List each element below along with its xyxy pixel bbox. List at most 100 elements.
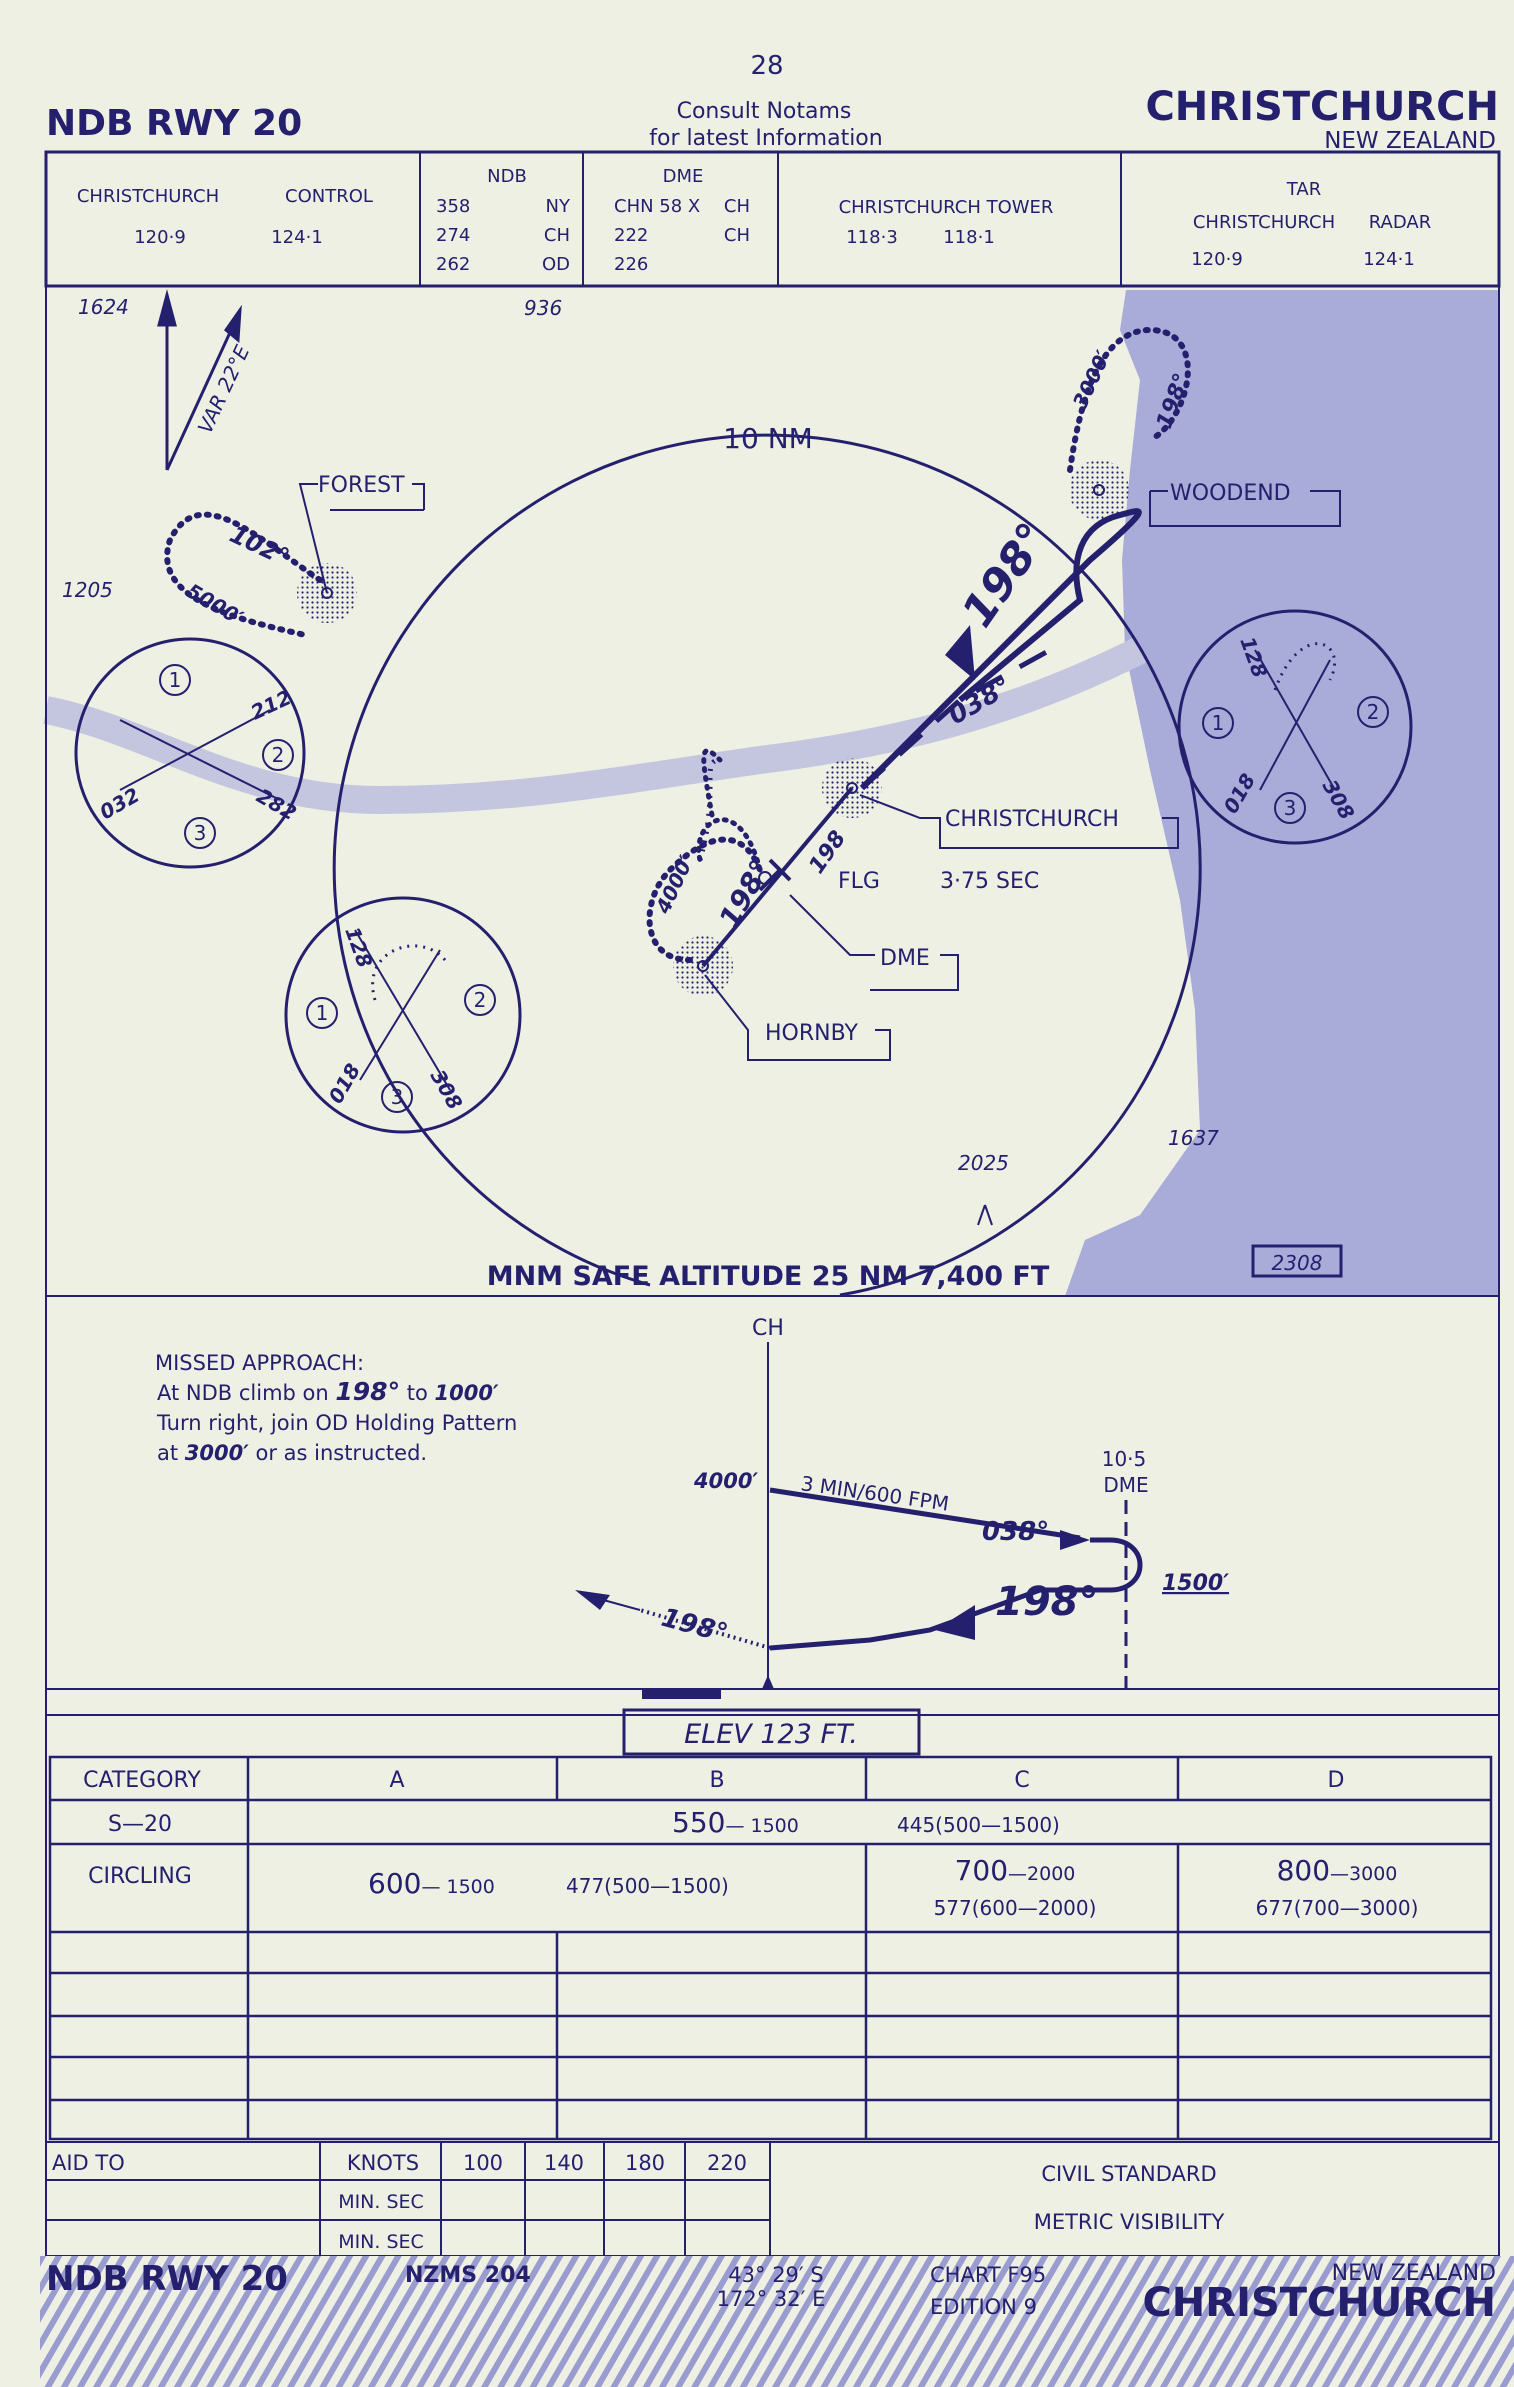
- spot-height: 936: [524, 296, 562, 320]
- river: [43, 637, 1147, 815]
- page-number: 28: [750, 51, 783, 81]
- speed-220: 220: [707, 2151, 747, 2175]
- ndb-marker-icon: [762, 1675, 774, 1689]
- ten-nm-ring: [332, 433, 1202, 1297]
- obstacle-icon: [977, 1204, 993, 1226]
- fix-christchurch: CHRISTCHURCH: [945, 807, 1119, 832]
- metric-visibility-note: METRIC VISIBILITY: [1034, 2210, 1225, 2234]
- sector-number: 1: [316, 1001, 329, 1025]
- tower-freq-1: 118·3: [846, 227, 898, 248]
- hornby-hold: [646, 836, 763, 963]
- straight-in-haa: 445(500—1500): [897, 1813, 1060, 1837]
- footer: NDB RWY 20 NZMS 204 43° 29′ S 172° 32′ E…: [40, 2256, 1514, 2387]
- sector-heading: 018: [324, 1059, 366, 1107]
- footer-country: NEW ZEALAND: [1332, 2261, 1496, 2286]
- tar-type: RADAR: [1369, 212, 1431, 233]
- footer-city: CHRISTCHURCH: [1142, 2280, 1496, 2326]
- straight-in-label: S—20: [108, 1812, 172, 1837]
- ndb-id: OD: [542, 254, 570, 275]
- header-c: C: [1014, 1768, 1029, 1793]
- runway-icon: [642, 1689, 721, 1699]
- control-freq-2: 124·1: [271, 227, 323, 248]
- ndb-symbol-icon: [673, 936, 733, 996]
- sector-number: 2: [474, 988, 487, 1012]
- missed-track: 198°: [658, 1603, 731, 1649]
- dme-freq: 222: [614, 225, 648, 246]
- dme-id: CH: [724, 225, 750, 246]
- knots-label: KNOTS: [347, 2151, 419, 2175]
- straight-in-minima: 550— 1500: [672, 1806, 799, 1839]
- spot-height-max: 2308: [1272, 1251, 1323, 1275]
- sector-number: 2: [272, 743, 285, 767]
- forest-hold-course: 102°: [225, 520, 293, 572]
- chart-title: NDB RWY 20: [46, 103, 302, 144]
- spot-heights: 1624 936 1205 1637 2025 2308: [62, 295, 1343, 1278]
- ndb-id: NY: [546, 196, 571, 217]
- forest-hold-alt: 5000′: [183, 579, 248, 631]
- sector-heading: 032: [96, 783, 144, 825]
- aid-to-label: AID TO: [52, 2151, 125, 2175]
- control-freq-1: 120·9: [134, 227, 186, 248]
- sector-number: 3: [1284, 796, 1297, 820]
- fix-hornby: HORNBY: [765, 1021, 858, 1046]
- chart-series: NZMS 204: [405, 2263, 531, 2288]
- aerodrome-elevation: ELEV 123 FT.: [684, 1719, 858, 1750]
- tar-label: TAR: [1286, 179, 1321, 200]
- fix-woodend: WOODEND: [1170, 481, 1291, 506]
- circling-c-minima: 700—2000: [955, 1854, 1076, 1887]
- dme-label: DME: [663, 166, 704, 187]
- speed-140: 140: [544, 2151, 584, 2175]
- ndb-symbol-icon: [1069, 460, 1129, 520]
- track-arrow-icon: [945, 625, 975, 680]
- control-name: CHRISTCHURCH: [77, 186, 219, 207]
- circling-label: CIRCLING: [88, 1864, 192, 1889]
- comms-dividers: [419, 152, 1122, 286]
- circling-c-haa: 577(600—2000): [934, 1896, 1097, 1920]
- ndb-freq: 274: [436, 225, 470, 246]
- minima-table: CATEGORY A B C D S—20 550— 1500 445(500—…: [45, 1296, 1500, 2256]
- ndb-freq: 358: [436, 196, 470, 217]
- forest-ndb: FOREST 102° 5000′: [164, 473, 425, 638]
- chart-number: CHART F95: [930, 2263, 1046, 2287]
- comms-box: CHRISTCHURCH CONTROL 120·9 124·1 NDB 358…: [44, 150, 1501, 288]
- edition: EDITION 9: [930, 2295, 1037, 2319]
- profile-start-alt: 4000′: [693, 1469, 758, 1493]
- woodend-hold-alt: 3000′: [1068, 346, 1116, 412]
- footer-hatch: [40, 2256, 1514, 2387]
- spot-height: 2025: [958, 1151, 1009, 1175]
- sea-area: [1065, 290, 1499, 1296]
- city-name: CHRISTCHURCH: [1145, 84, 1499, 130]
- tar-freq-1: 120·9: [1191, 249, 1243, 270]
- woodend-hold: [1067, 326, 1191, 473]
- sector-number: 2: [1367, 700, 1380, 724]
- ndb-id: CH: [544, 225, 570, 246]
- north-arrow-icon: [157, 289, 242, 471]
- header-category: CATEGORY: [83, 1768, 201, 1793]
- ndb-label: NDB: [487, 166, 527, 187]
- min-sec-label: MIN. SEC: [338, 2191, 424, 2213]
- civil-standard-note: CIVIL STANDARD: [1041, 2162, 1216, 2186]
- fix-flg: FLG: [838, 869, 880, 894]
- dme-fix-label: DME: [1103, 1473, 1148, 1497]
- sector-diagram-west: 1 2 3 212 282 032: [74, 637, 306, 869]
- fix-forest: FOREST: [318, 473, 405, 498]
- sector-number: 1: [1212, 711, 1225, 735]
- missed-line-2: Turn right, join OD Holding Pattern: [156, 1411, 517, 1435]
- control-type: CONTROL: [285, 186, 373, 207]
- sector-number: 3: [391, 1085, 404, 1109]
- sector-number: 1: [169, 668, 182, 692]
- dme-id: CH: [724, 196, 750, 217]
- plan-border: [45, 285, 1500, 1297]
- circling-ab-haa: 477(500—1500): [566, 1874, 729, 1898]
- profile-outbound: 038°: [982, 1517, 1049, 1547]
- elevation-box: [622, 1708, 921, 1756]
- tar-name: CHRISTCHURCH: [1193, 212, 1335, 233]
- country-name: NEW ZEALAND: [1324, 128, 1496, 154]
- profile-station: CH: [752, 1316, 784, 1341]
- descent-rate: 3 MIN/600 FPM: [799, 1471, 950, 1516]
- tower-name: CHRISTCHURCH TOWER: [839, 197, 1054, 218]
- missed-approach-text: MISSED APPROACH: At NDB climb on 198° to…: [155, 1351, 517, 1465]
- inbound-course: 198°: [952, 514, 1059, 637]
- ring-label: 10 NM: [723, 422, 813, 455]
